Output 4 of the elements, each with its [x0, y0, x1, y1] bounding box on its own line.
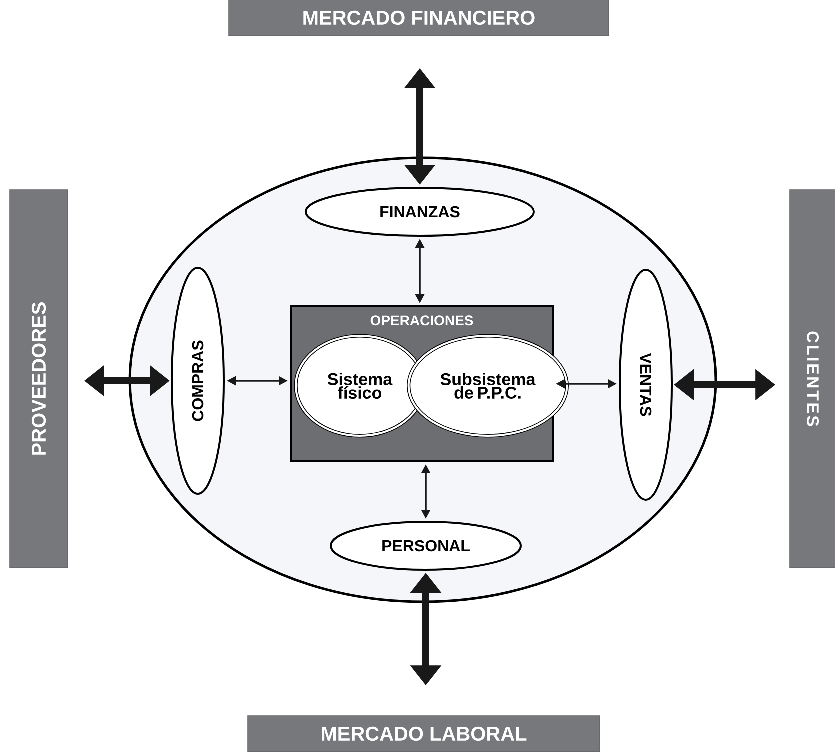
customer-band: CLIENTES: [790, 190, 835, 568]
supplier-band: PROVEEDORES: [10, 190, 68, 568]
market-box: MERCADO FINANCIERO: [228, 0, 610, 36]
market-box: MERCADO LABORAL: [248, 716, 600, 752]
